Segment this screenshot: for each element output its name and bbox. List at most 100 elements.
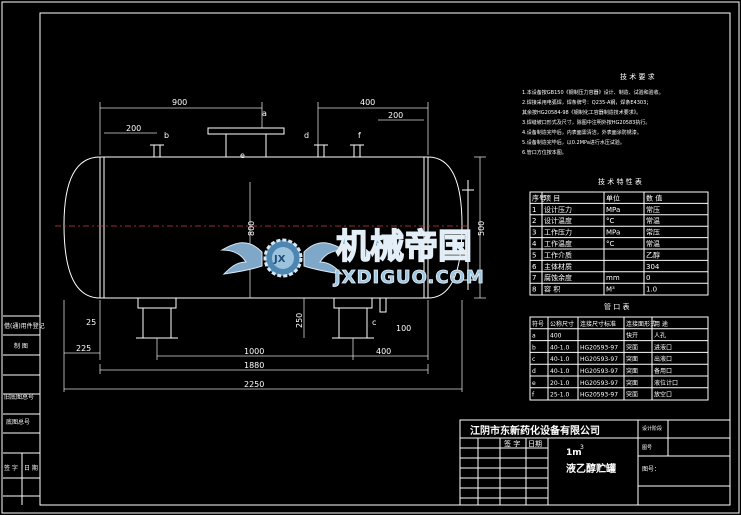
dim-200-right: 200 <box>388 111 403 120</box>
nozzle_table-cell: HG20593-97 <box>580 344 618 351</box>
right-label-2: 图号： <box>642 466 660 473</box>
strip-label-6: 签 字 <box>4 464 18 472</box>
nozzle_table-cell: d <box>532 368 536 375</box>
spec_table-cell: 设计温度 <box>544 216 572 225</box>
watermark-cn: 机械帝国 <box>336 227 472 267</box>
dim-500: 500 <box>477 221 486 236</box>
dim-1000: 1000 <box>244 347 264 356</box>
strip-label-7: 日 期 <box>24 464 38 472</box>
nozzle_table-header-cell: 连接尺寸标准 <box>580 320 616 328</box>
dim-1880: 1880 <box>244 361 264 370</box>
nozzle-label-d: d <box>304 131 309 140</box>
spec_table-cell: 7 <box>532 274 536 282</box>
nozzle_table-cell: 进液口 <box>654 343 672 351</box>
spec_table-cell: 4 <box>532 240 537 248</box>
spec_table-cell: 常压 <box>646 228 660 237</box>
tech-req-title: 技 术 要 求 <box>620 72 655 81</box>
spec_table-cell: 1.0 <box>646 286 657 294</box>
right-label-1: 图号 <box>642 445 652 451</box>
nozzle_table-cell: 出液口 <box>654 355 672 363</box>
saddle-right <box>333 298 373 309</box>
watermark: JX 机械帝国 JXDIGUO.COM <box>220 226 484 288</box>
strip-label-4: 底图总号 <box>6 418 30 426</box>
spec_table-cell: MPa <box>606 206 620 214</box>
nozzle-d <box>317 144 325 158</box>
nozzle_table-header-cell: 公称尺寸 <box>550 320 574 328</box>
nozzle_table-cell: HG20593-97 <box>580 368 618 375</box>
spec_table-cell: 腐蚀余度 <box>544 273 572 282</box>
nozzle_table-cell: 突面 <box>626 343 638 351</box>
dim-900: 900 <box>172 98 187 107</box>
nozzle_table-cell: HG20593-97 <box>580 356 618 363</box>
spec_table-cell: M³ <box>606 286 615 294</box>
tech-req-line-5: 5.设备制造完毕后，以0.2MPa进行水压试验。 <box>522 139 625 146</box>
nozzle_table-cell: a <box>532 333 536 340</box>
tech-req-line-4: 4.设备制造完毕后，内表面需清洁，外表面涂防锈漆。 <box>522 129 642 136</box>
tech-req-line-0: 1.本设备按GB150《钢制压力容器》设计、制造、试验和验收。 <box>522 89 664 96</box>
spec_table-cell: 常温 <box>646 239 660 248</box>
nozzle_table-cell: 40-1.0 <box>550 356 570 363</box>
nozzle-c <box>379 297 387 313</box>
nozzle-label-c: c <box>372 318 376 327</box>
right-label-0: 设计阶段 <box>642 425 662 432</box>
nozzle_table-header-cell: 用 途 <box>654 320 668 328</box>
col-date: 日期 <box>528 440 542 448</box>
dim-25: 25 <box>86 318 96 327</box>
company-name: 江阴市东新药化设备有限公司 <box>470 424 600 437</box>
vessel-drawing <box>55 127 474 339</box>
nozzle_table-cell: 突面 <box>626 367 638 375</box>
wing-right <box>303 242 346 275</box>
spec_table-header-cell: 序号 <box>532 193 546 202</box>
nozzle_table-cell: 突面 <box>626 355 638 363</box>
nozzle_table-cell: 突面 <box>626 391 638 399</box>
spec_table-cell: °C <box>606 217 615 225</box>
strip-label-0: 借(通)用件登记 <box>4 322 45 330</box>
nozzle-label-e: e <box>240 151 245 160</box>
wing-left <box>220 242 263 275</box>
spec_table-cell: 2 <box>532 217 536 225</box>
spec_table-cell: mm <box>606 274 620 282</box>
bottom-dimensions: 225 1000 400 1880 2250 <box>63 300 463 392</box>
product-name: 液乙醇贮罐 <box>566 462 616 475</box>
spec_table-cell: 3 <box>532 229 536 237</box>
nozzle_table-cell: b <box>532 344 536 351</box>
tech-req-line-3: 3.焊缝坡口形式及尺寸，除图中注明外按HG20583执行。 <box>522 119 650 126</box>
spec_table-cell: 设计压力 <box>544 205 572 214</box>
nozzle_table-cell: 40-1.0 <box>550 368 570 375</box>
spec_table-cell: 6 <box>532 263 537 271</box>
spec_table-cell: 8 <box>532 286 536 294</box>
tech-req-line-1: 2.焊接采用电弧焊，焊条牌号：Q235-A钢，焊条E4303； <box>522 99 651 106</box>
inner-frame <box>39 12 731 506</box>
nozzle_table-cell: 突面 <box>626 379 638 387</box>
spec_table-cell: 常压 <box>646 205 660 214</box>
spec-table-title: 技 术 特 性 表 <box>598 177 642 186</box>
dim-250: 250 <box>295 313 304 328</box>
dim-400-bottom: 400 <box>376 347 391 356</box>
spec_table-cell: 0 <box>646 274 650 282</box>
manhole-a <box>207 127 285 135</box>
spec_table-cell: 1 <box>532 206 536 214</box>
dim-100: 100 <box>396 324 411 333</box>
spec_table-cell: 容 积 <box>544 285 560 294</box>
nozzle_table-cell: 放空口 <box>654 391 672 399</box>
spec_table-cell: 304 <box>646 263 660 271</box>
left-info-strip: 借(通)用件登记 制 图 旧底图总号 底图总号 签 字 日 期 <box>3 315 45 505</box>
spec_table-header-cell: 单位 <box>606 193 620 202</box>
spec_table-cell: 常温 <box>646 216 660 225</box>
nozzle-f <box>353 144 361 158</box>
tech-requirements: 技 术 要 求 1.本设备按GB150《钢制压力容器》设计、制造、试验和验收。 … <box>522 72 664 156</box>
tech-req-line-2: 其余按HG20584-98《钢制化工容器制造技术要求》。 <box>522 109 641 116</box>
strip-label-3: 旧底图总号 <box>4 393 34 401</box>
nozzle_table-cell: HG20593-97 <box>580 392 618 399</box>
nozzle_table-cell: 液位计口 <box>654 379 678 387</box>
nozzle_table-cell: e <box>532 380 536 387</box>
vessel-volume-sup: 3 <box>580 444 584 451</box>
top-dimensions: 900 400 200 200 a b d f e c <box>99 98 429 327</box>
spec_table-header-cell: 数 值 <box>646 193 662 202</box>
nozzle_table-cell: 人孔 <box>654 332 666 340</box>
col-sign: 签 字 <box>504 439 520 448</box>
nozzle-table-title: 管 口 表 <box>604 302 629 311</box>
